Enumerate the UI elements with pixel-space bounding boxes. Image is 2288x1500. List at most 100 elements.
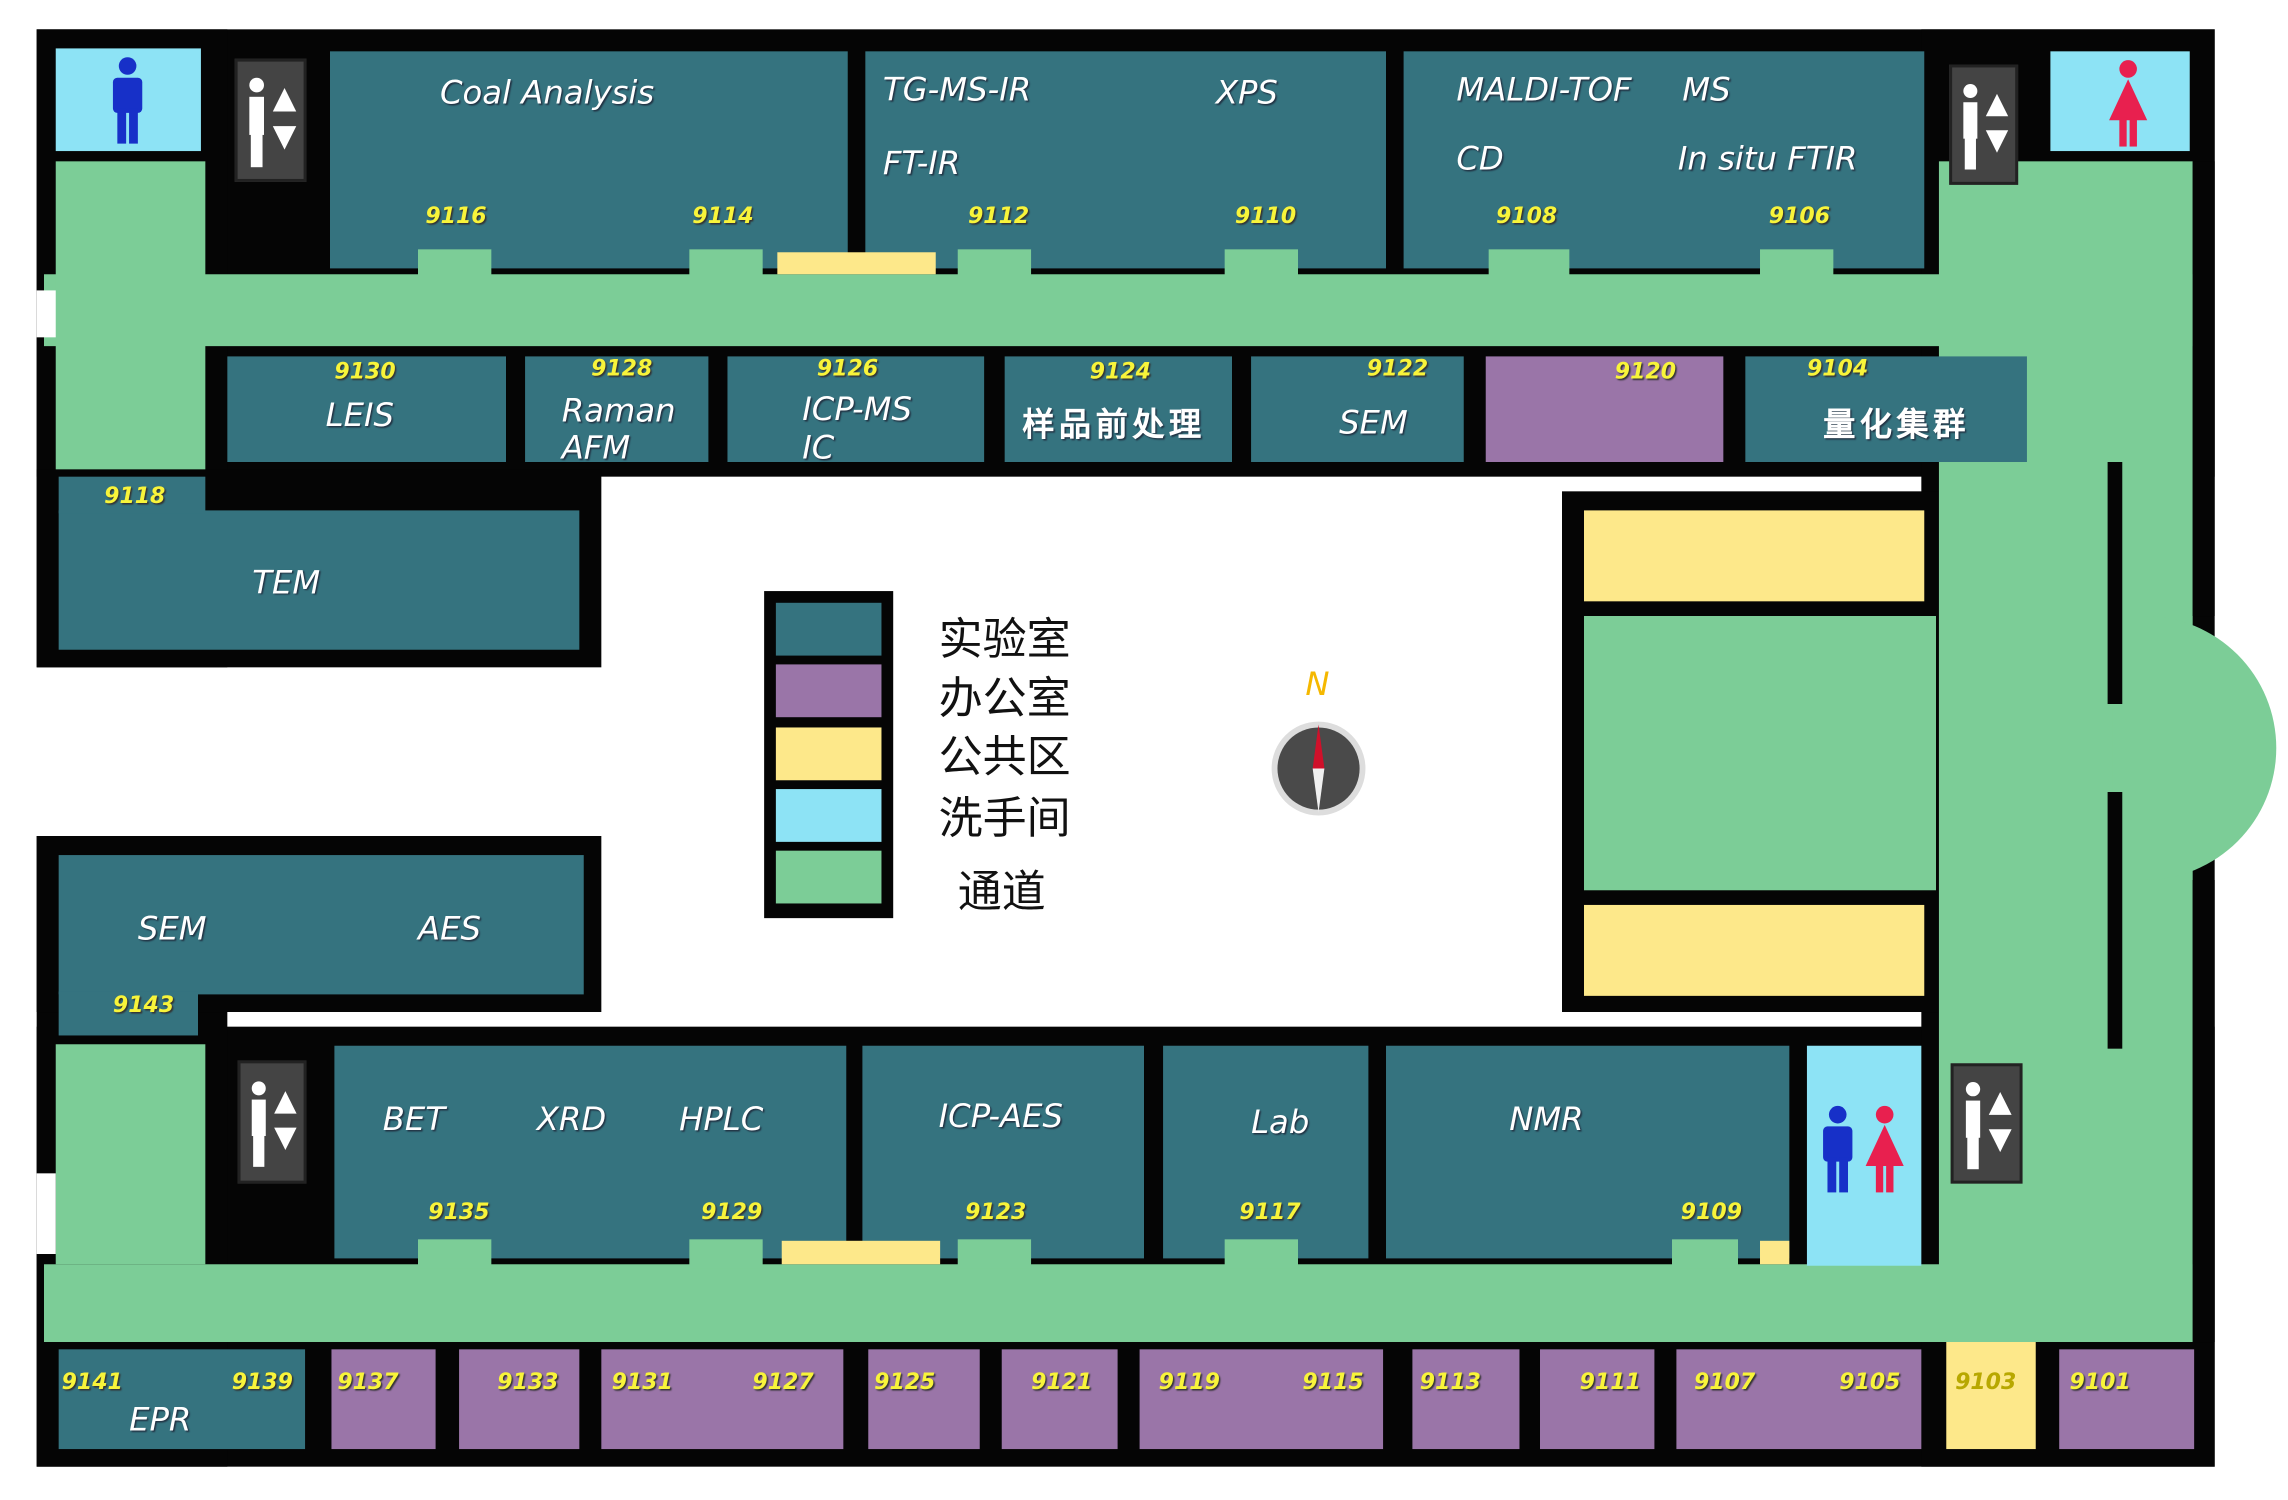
room-tem[interactable] — [58, 510, 580, 650]
compass-icon — [1271, 721, 1366, 816]
door — [1760, 249, 1834, 279]
room-label: CD — [1456, 141, 1504, 179]
south-corridor — [44, 1264, 2193, 1343]
east-entrance — [2112, 616, 2277, 881]
woman-icon — [2109, 60, 2148, 147]
room-leis[interactable] — [227, 356, 507, 463]
room-bet-xrd-hplc[interactable] — [334, 1045, 847, 1259]
room-number: 9107 — [1694, 1368, 1756, 1395]
office-9111[interactable] — [1540, 1349, 1655, 1450]
room-number: 9130 — [334, 357, 396, 385]
public-area-strip — [777, 252, 936, 275]
office-9125[interactable] — [868, 1349, 980, 1450]
room-sem-aes-entry — [58, 991, 199, 1036]
legend-swatch-public — [775, 727, 882, 781]
door — [1672, 1239, 1739, 1269]
office-9101[interactable] — [2059, 1349, 2195, 1450]
door — [957, 1239, 1032, 1269]
room-number: 9123 — [965, 1198, 1027, 1225]
room-tg-ms-ir-xps[interactable] — [865, 51, 1387, 269]
room-label: AES — [418, 911, 481, 949]
room-number: 9128 — [591, 354, 653, 382]
room-number: 9137 — [337, 1368, 399, 1395]
east-wall-segment — [2192, 880, 2215, 1343]
compass-north-label: N — [1305, 667, 1330, 705]
office-9137[interactable] — [331, 1349, 436, 1450]
room-number: 9122 — [1366, 354, 1429, 382]
office-9119-9115[interactable] — [1139, 1349, 1384, 1450]
legend-label: 实验室 — [938, 614, 1071, 666]
office-9121[interactable] — [1001, 1349, 1118, 1450]
room-tem-entry — [58, 476, 206, 514]
woman-icon — [1865, 1105, 1904, 1193]
man-icon — [1823, 1105, 1853, 1193]
east-wall-segment — [2192, 161, 2215, 617]
room-icp-aes[interactable] — [862, 1045, 1145, 1259]
room-label: XPS — [1215, 75, 1278, 113]
room-icp-ms-ic[interactable] — [727, 356, 985, 463]
public-area — [1584, 510, 1925, 602]
room-number: 9124 — [1089, 357, 1151, 385]
room-number: 9141 — [61, 1368, 123, 1395]
legend-swatch-office — [775, 664, 882, 718]
public-area — [1584, 904, 1925, 996]
public-9103[interactable] — [1946, 1342, 2036, 1450]
elevator-icon — [237, 1060, 307, 1184]
legend-label: 通道 — [957, 866, 1046, 919]
room-label: SEM — [1339, 405, 1408, 443]
office-9113[interactable] — [1412, 1349, 1520, 1450]
room-number: 9109 — [1680, 1198, 1743, 1225]
east-inner-corridor — [1584, 616, 1937, 891]
office-9107-9105[interactable] — [1676, 1349, 1922, 1450]
room-label: TEM — [252, 565, 321, 603]
room-number: 9116 — [425, 202, 487, 229]
door — [689, 249, 763, 279]
door — [1488, 249, 1570, 279]
west-entrance-gap — [36, 290, 56, 338]
room-quant-cluster[interactable] — [1745, 356, 2027, 463]
room-maldi-cd[interactable] — [1403, 51, 1925, 269]
room-lab[interactable] — [1163, 1045, 1369, 1259]
room-label: ICP-MS — [802, 392, 912, 430]
east-wall-segment — [2107, 792, 2123, 1049]
room-label: Raman — [561, 393, 676, 431]
office-9120[interactable] — [1485, 356, 1724, 463]
room-sem-aes[interactable] — [58, 855, 584, 995]
room-number: 9133 — [497, 1368, 559, 1395]
room-number: 9127 — [752, 1368, 814, 1395]
room-number: 9129 — [701, 1198, 763, 1225]
east-wall-segment — [2107, 462, 2123, 705]
room-number: 9121 — [1031, 1368, 1093, 1395]
legend-label: 办公室 — [938, 673, 1071, 725]
legend-swatch-restroom — [775, 789, 882, 842]
room-number: 9139 — [231, 1368, 293, 1395]
room-number: 9115 — [1302, 1368, 1364, 1395]
room-label: Coal Analysis — [440, 75, 655, 113]
room-epr[interactable] — [58, 1349, 306, 1450]
room-label: XRD — [536, 1102, 607, 1139]
room-label: BET — [382, 1102, 446, 1139]
room-label: MS — [1682, 72, 1731, 110]
room-coal-analysis[interactable] — [330, 51, 848, 269]
office-9131-9127[interactable] — [601, 1349, 844, 1450]
room-number: 9108 — [1496, 202, 1558, 229]
door — [418, 1239, 492, 1269]
room-sem-north[interactable] — [1251, 356, 1464, 463]
room-number: 9125 — [874, 1368, 936, 1395]
room-nmr[interactable] — [1386, 1045, 1790, 1259]
room-number: 9110 — [1234, 202, 1297, 229]
office-9133[interactable] — [459, 1349, 580, 1450]
room-label: FT-IR — [882, 145, 961, 183]
room-label: LEIS — [325, 398, 394, 435]
west-entrance-gap — [36, 1173, 56, 1255]
room-number: 9106 — [1768, 202, 1831, 229]
room-label: Lab — [1251, 1105, 1310, 1142]
room-label: MALDI-TOF — [1456, 72, 1632, 110]
room-number: 9135 — [428, 1198, 490, 1225]
room-raman-afm[interactable] — [525, 356, 709, 463]
room-number: 9118 — [104, 482, 166, 509]
room-sample-prep[interactable] — [1004, 356, 1233, 463]
door — [1224, 249, 1299, 279]
door — [689, 1239, 763, 1269]
door — [1224, 1239, 1299, 1269]
